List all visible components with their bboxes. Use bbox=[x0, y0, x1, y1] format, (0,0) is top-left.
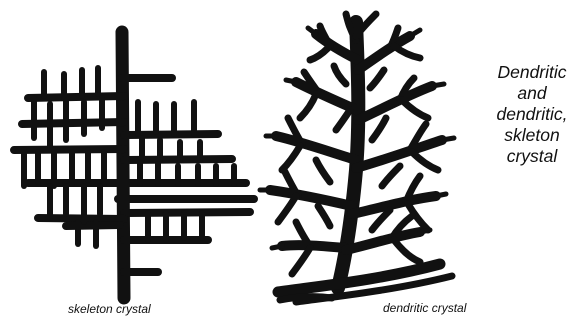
dendritic-crystal-caption: dendritic crystal bbox=[383, 301, 466, 315]
title-line: dendritic, bbox=[490, 104, 574, 125]
title-line: Dendritic bbox=[490, 62, 574, 83]
skeleton-crystal-caption: skeleton crystal bbox=[68, 302, 151, 316]
figure-title: Dendritic and dendritic, skleton crystal bbox=[490, 62, 574, 167]
title-line: skleton bbox=[490, 125, 574, 146]
dendritic-crystal-drawing bbox=[260, 14, 454, 302]
title-line: and bbox=[490, 83, 574, 104]
skeleton-crystal-drawing bbox=[14, 32, 254, 298]
title-line: crystal bbox=[490, 146, 574, 167]
